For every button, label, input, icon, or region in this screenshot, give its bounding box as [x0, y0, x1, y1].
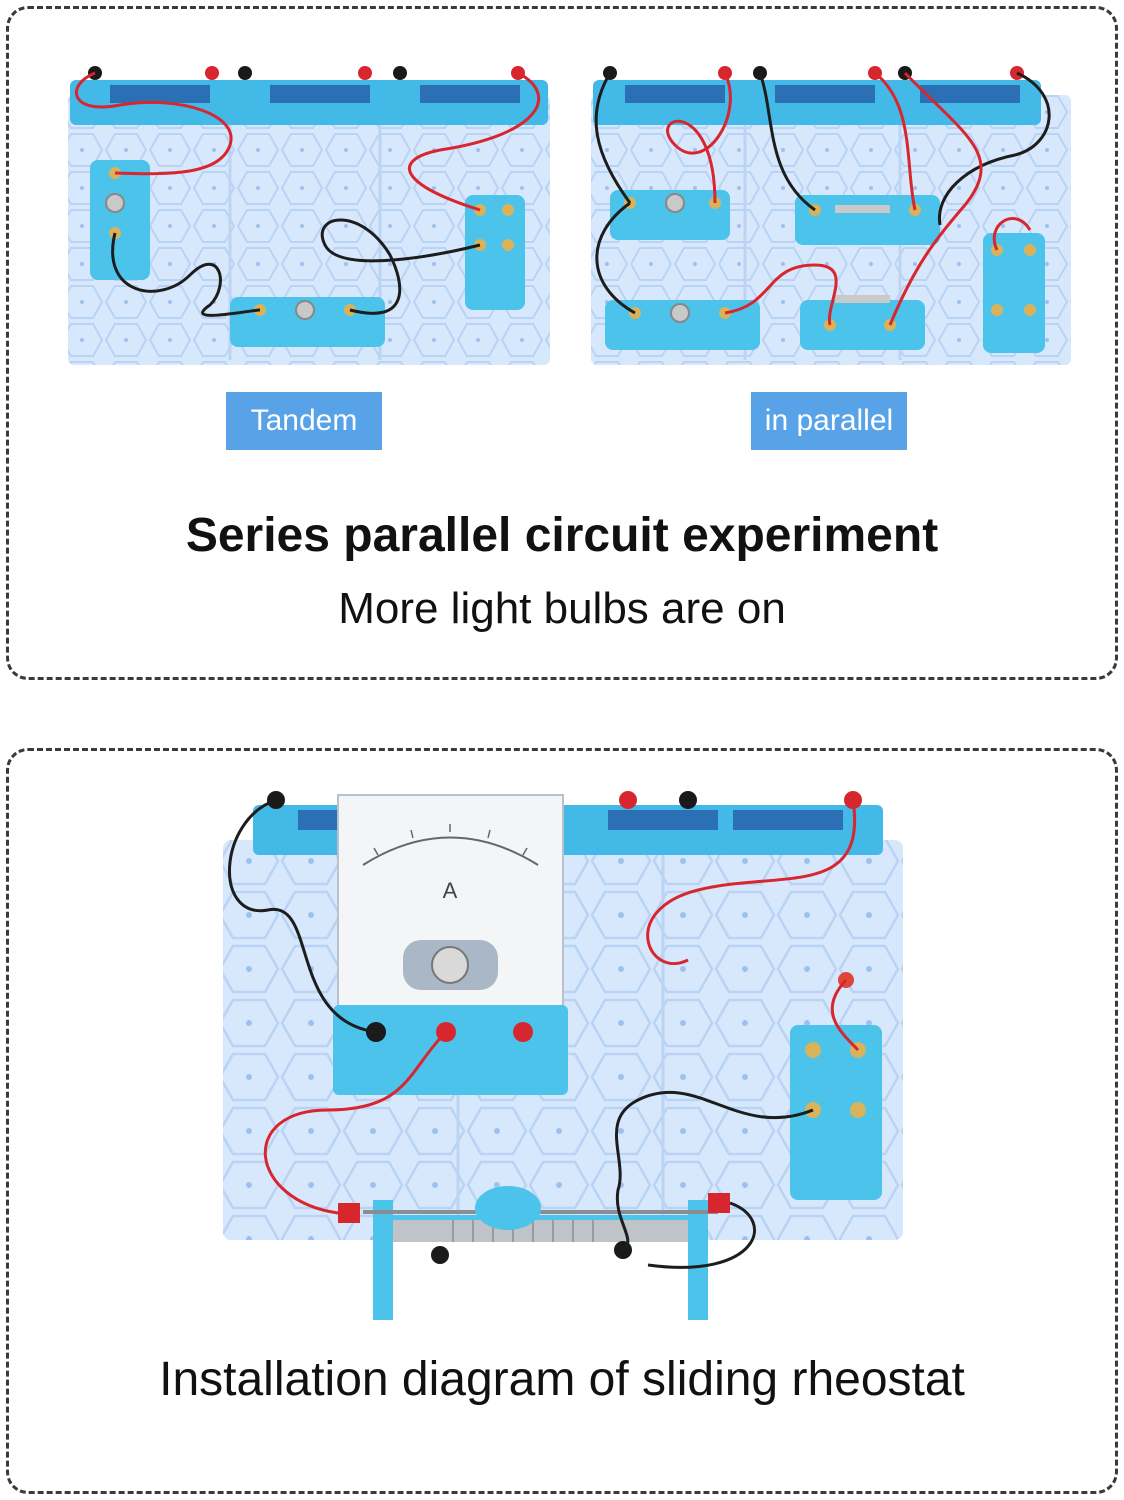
parallel-label: in parallel — [751, 392, 907, 450]
ammeter-unit-label: A — [443, 878, 458, 903]
top-panel-subtitle: More light bulbs are on — [338, 584, 786, 633]
series-circuit-photo — [68, 66, 550, 365]
top-panel-title: Series parallel circuit experiment — [185, 509, 939, 562]
series-label: Tandem — [226, 392, 382, 450]
rheostat-installation-photo: A — [223, 791, 903, 1320]
bottom-panel-title: Installation diagram of sliding rheostat — [159, 1353, 965, 1406]
parallel-circuit-photo — [591, 66, 1071, 365]
